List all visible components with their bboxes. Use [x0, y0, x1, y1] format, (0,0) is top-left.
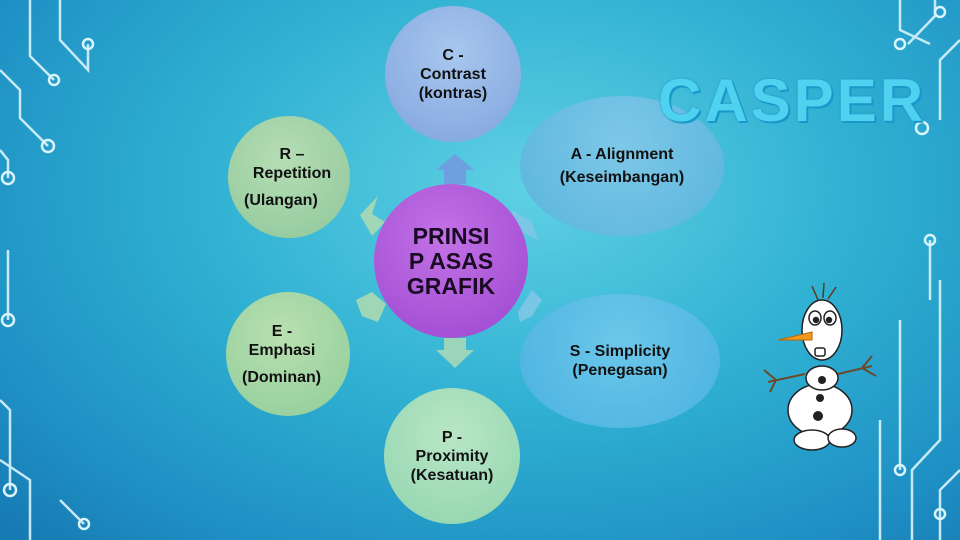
node-proximity-subtitle: (Kesatuan): [410, 466, 494, 484]
node-repetition: R – Repetition (Ulangan): [228, 116, 350, 238]
center-topic-label: PRINSIP ASAS GRAFIK: [406, 222, 496, 299]
node-simplicity-subtitle: (Penegasan): [572, 362, 668, 379]
arrow-lower-left: [356, 292, 386, 322]
node-simplicity: S - Simplicity (Penegasan): [520, 294, 720, 428]
casper-title: CASPER: [658, 67, 927, 134]
node-contrast-subtitle: (kontras): [418, 84, 488, 102]
node-emphasi: E - Emphasi (Dominan): [226, 292, 350, 416]
arrow-upper-left: [360, 196, 385, 236]
arrow-lower-right: [518, 290, 542, 322]
node-contrast: C - Contrast (kontras): [385, 6, 521, 142]
node-proximity: P - Proximity (Kesatuan): [384, 388, 520, 524]
node-simplicity-title: S - Simplicity: [569, 343, 671, 360]
node-emphasi-title: E - Emphasi: [248, 322, 316, 359]
node-emphasi-subtitle: (Dominan): [242, 368, 322, 386]
node-alignment-title: A - Alignment: [570, 146, 674, 163]
center-topic: PRINSIP ASAS GRAFIK: [374, 184, 528, 338]
node-alignment: A - Alignment (Keseimbangan): [520, 96, 724, 236]
node-repetition-title: R – Repetition: [252, 145, 332, 182]
node-repetition-subtitle: (Ulangan): [244, 191, 318, 209]
arrow-up: [436, 154, 474, 184]
node-alignment-subtitle: (Keseimbangan): [559, 169, 685, 186]
node-proximity-title: P - Proximity: [415, 428, 489, 465]
arrow-down: [436, 338, 474, 368]
node-contrast-title: C - Contrast: [420, 46, 486, 83]
